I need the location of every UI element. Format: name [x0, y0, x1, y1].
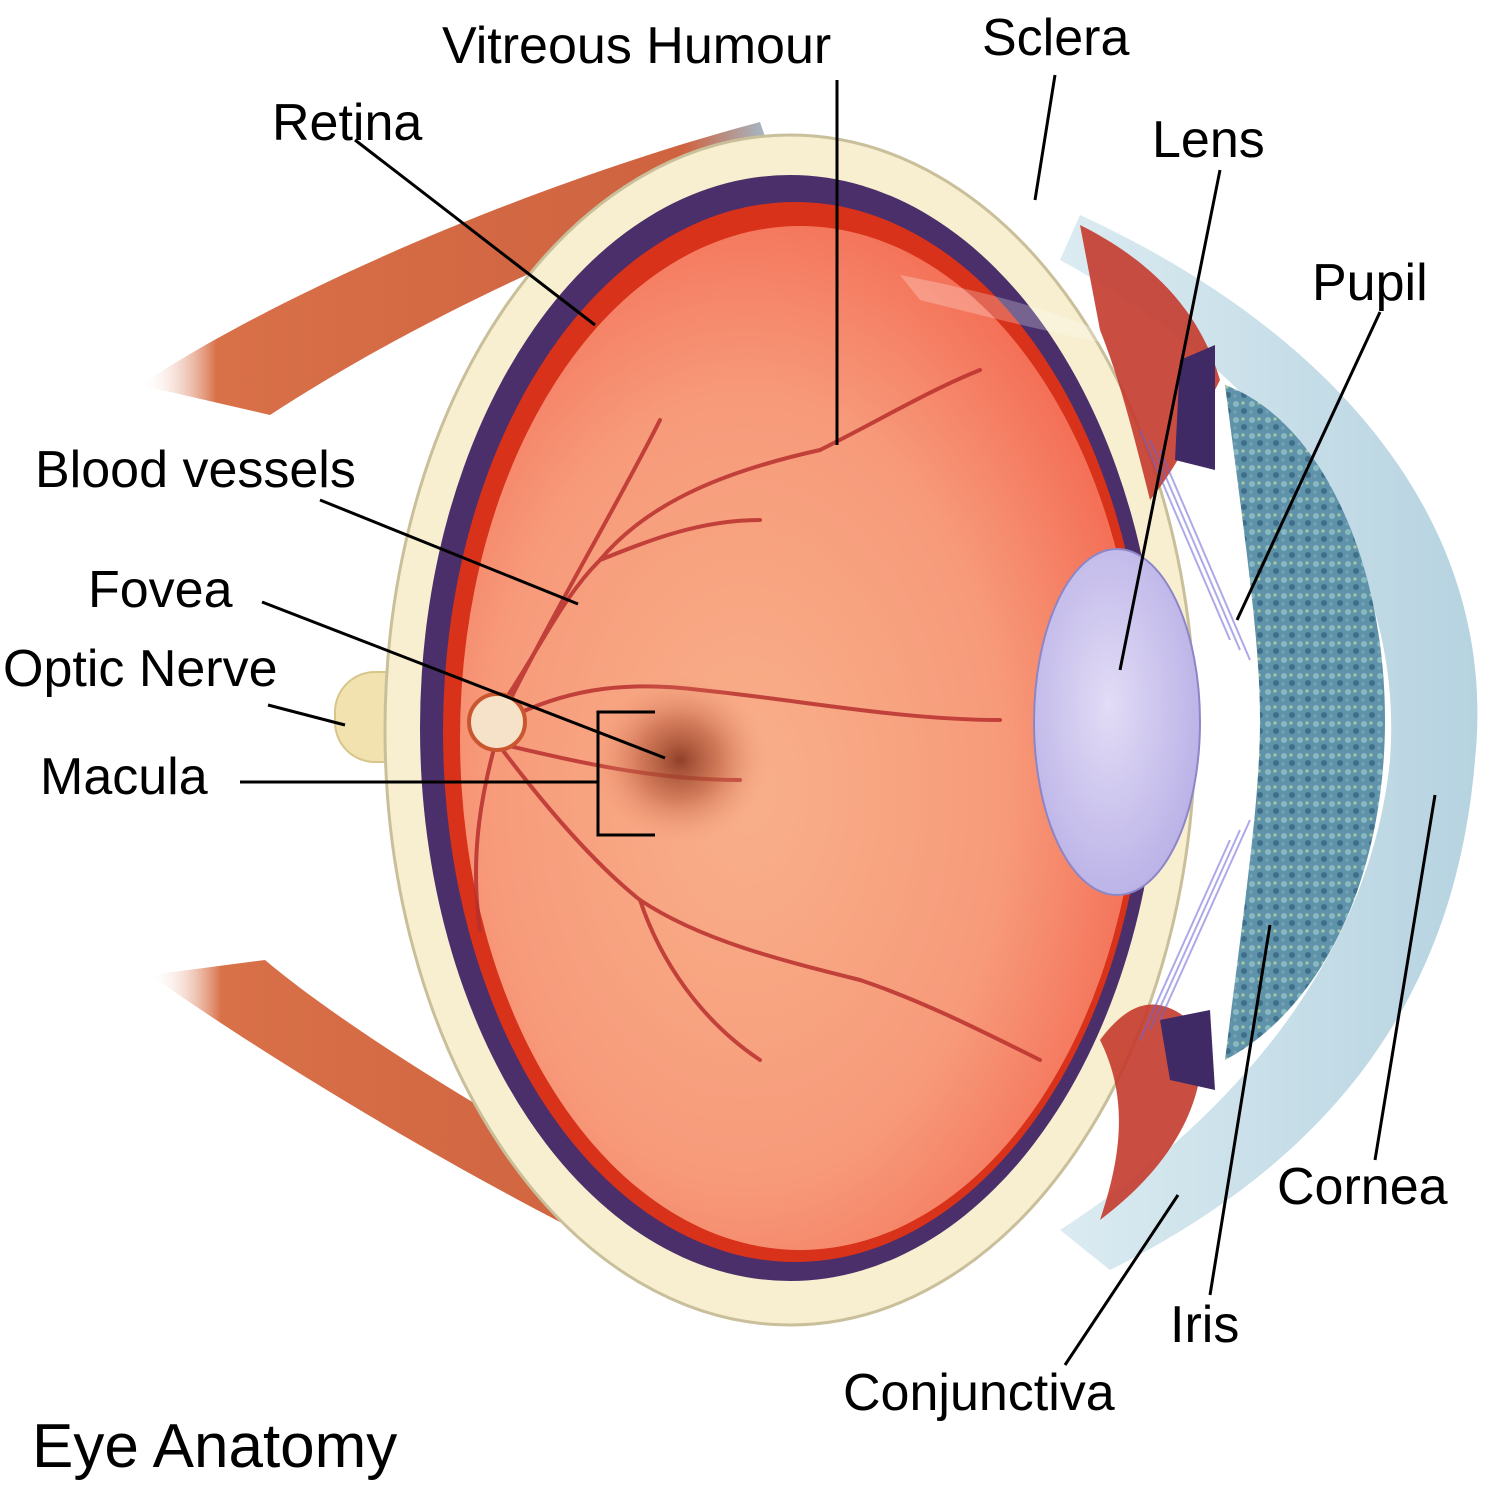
optic-disc — [469, 694, 525, 750]
lens-shape — [1034, 549, 1200, 895]
label-cornea: Cornea — [1277, 1158, 1448, 1216]
label-conjunctiva: Conjunctiva — [843, 1364, 1115, 1422]
label-lens: Lens — [1152, 111, 1265, 169]
label-macula: Macula — [40, 748, 208, 806]
label-blood-vessels: Blood vessels — [35, 441, 356, 499]
label-iris: Iris — [1170, 1296, 1239, 1354]
label-fovea: Fovea — [88, 561, 233, 619]
label-sclera: Sclera — [982, 9, 1129, 67]
macula-spot — [590, 675, 770, 845]
label-vitreous-humour: Vitreous Humour — [442, 17, 831, 75]
label-pupil: Pupil — [1312, 254, 1428, 312]
label-retina: Retina — [272, 94, 422, 152]
label-optic-nerve: Optic Nerve — [3, 640, 278, 698]
diagram-title: Eye Anatomy — [32, 1412, 397, 1481]
